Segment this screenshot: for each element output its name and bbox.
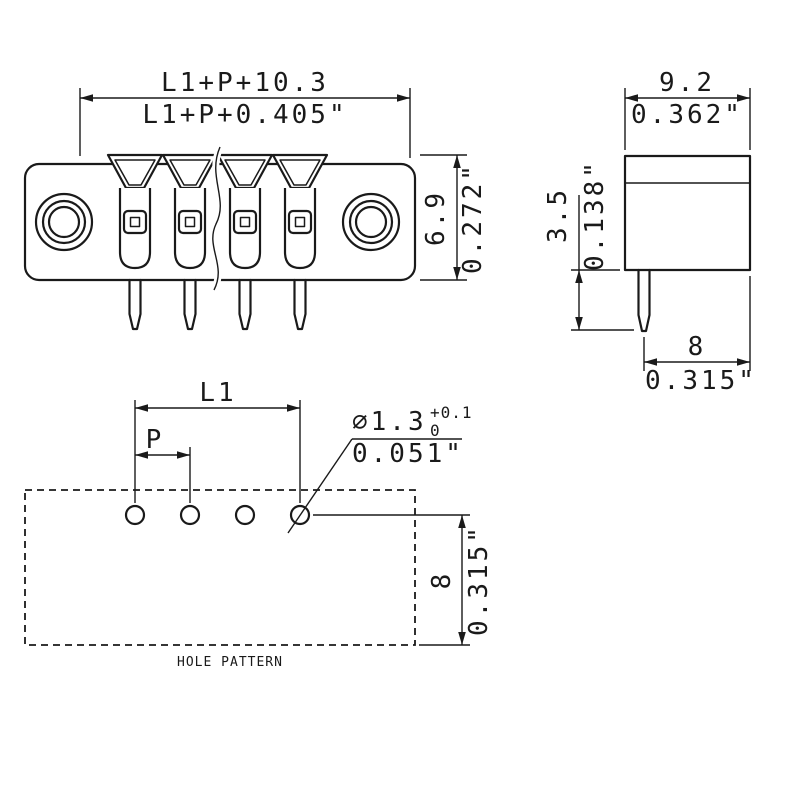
arrowhead (80, 94, 93, 102)
pin-4 (293, 278, 307, 331)
side-pin-offset-mm: 8 (688, 332, 707, 362)
hole-diameter-in: 0.051" (352, 439, 464, 469)
break-line (212, 146, 221, 291)
hole-4 (289, 504, 311, 526)
mounting-hole-right-inner (354, 205, 388, 239)
side-pin-length-mm: 3.5 (543, 187, 573, 243)
side-depth-mm: 9.2 (659, 68, 715, 98)
front-height-in: 0.272" (458, 162, 488, 274)
hole-1 (124, 504, 146, 526)
hole-3 (234, 504, 256, 526)
arrowhead (397, 94, 410, 102)
side-depth-dimension: 9.2 0.362" (624, 68, 751, 150)
side-pin-offset-dimension: 8 0.315" (643, 276, 757, 396)
front-width-dimension: L1+P+10.3 L1+P+0.405" (79, 68, 411, 158)
front-height-dimension: 6.9 0.272" (420, 154, 488, 281)
hole-2 (179, 504, 201, 526)
arrowhead (644, 358, 657, 366)
front-width-mm: L1+P+10.3 (161, 68, 329, 98)
board-outline (24, 489, 416, 646)
side-view: 9.2 0.362" 3.5 0.138" 8 0.315" (543, 68, 757, 396)
contact-3 (216, 153, 274, 270)
break-line-mask (209, 143, 224, 294)
side-pin-offset-in: 0.315" (645, 366, 757, 396)
contact-1 (106, 153, 164, 270)
hole-diameter-mm: ⌀1.3 (352, 407, 427, 437)
row-offset-mm: 8 (427, 571, 457, 590)
front-width-in: L1+P+0.405" (142, 100, 347, 130)
hole-diameter-callout: ⌀1.3 +0.1 0 0.051" (287, 403, 473, 534)
hole-pattern-view: L1 P ⌀1.3 +0.1 0 0.051" 8 0.315" (24, 378, 494, 670)
mounting-hole-left-outer (34, 192, 94, 252)
front-view: L1+P+10.3 L1+P+0.405" 6.9 0.272" (23, 68, 488, 331)
side-body-outline (623, 154, 752, 272)
mounting-hole-left-mid (41, 199, 87, 245)
front-height-mm: 6.9 (421, 190, 451, 246)
leader-line (287, 438, 353, 534)
contact-4 (271, 153, 329, 270)
pin-2 (183, 278, 197, 331)
hole-diameter-tol-lower: 0 (430, 421, 441, 440)
p-label: P (146, 425, 165, 455)
side-pin-length-in: 0.138" (580, 159, 610, 271)
hole-diameter-tol-upper: +0.1 (430, 403, 473, 422)
p-dimension: P (135, 425, 191, 503)
hole-pattern-caption: HOLE PATTERN (177, 655, 283, 670)
side-pin (637, 268, 651, 333)
row-offset-dimension: 8 0.315" (313, 514, 494, 646)
mounting-hole-right-outer (341, 192, 401, 252)
mounting-hole-left-inner (47, 205, 81, 239)
arrowhead (135, 404, 148, 412)
arrowhead (287, 404, 300, 412)
pin-1 (128, 278, 142, 331)
row-offset-in: 0.315" (464, 524, 494, 636)
side-depth-in: 0.362" (631, 100, 743, 130)
pin-3 (238, 278, 252, 331)
l1-dimension: L1 (134, 378, 301, 503)
side-pin-length-dimension: 3.5 0.138" (543, 159, 634, 331)
arrowhead (575, 317, 583, 330)
arrowhead (737, 358, 750, 366)
mounting-hole-right-mid (348, 199, 394, 245)
l1-label: L1 (199, 378, 236, 408)
contact-2 (161, 153, 219, 270)
arrowhead (177, 451, 190, 459)
